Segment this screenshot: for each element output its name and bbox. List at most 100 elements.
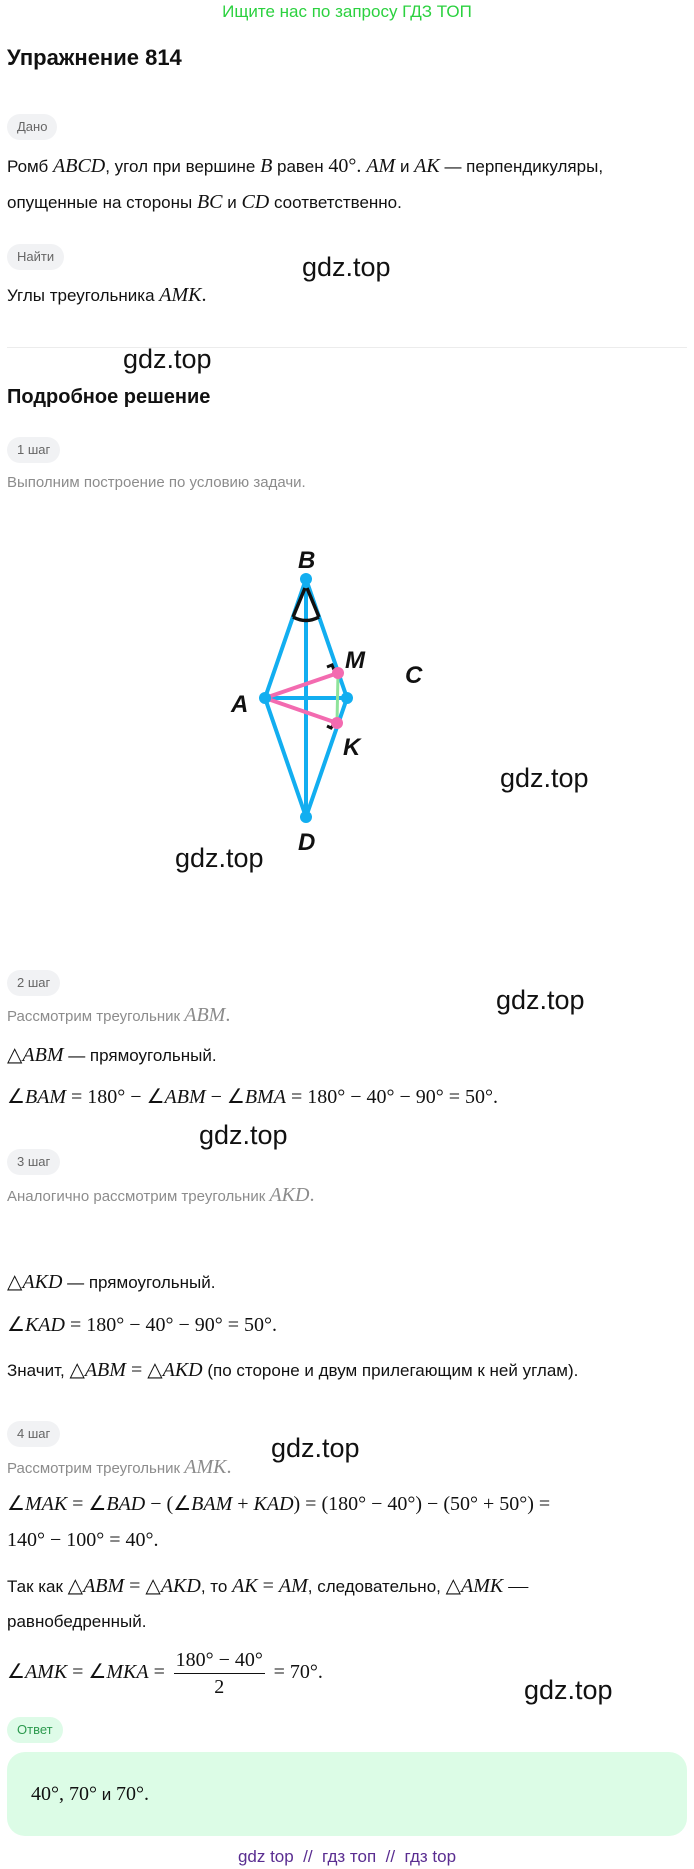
- watermark: gdz.top: [199, 1120, 288, 1150]
- watermark: gdz.top: [123, 344, 212, 374]
- math-segment: AKD: [269, 1184, 310, 1206]
- step-2-line-2: ∠BAM = 180° − ∠ABM − ∠BMA = 180° − 40° −…: [7, 1085, 498, 1110]
- angle-b-mark: [291, 587, 321, 623]
- text-segment: Рассмотрим треугольник: [7, 1460, 185, 1477]
- math-segment: △: [445, 1575, 461, 1597]
- math-segment: = 180° − ∠: [66, 1086, 165, 1108]
- watermark: gdz.top: [500, 763, 589, 793]
- math-segment: MAK: [24, 1493, 68, 1515]
- text-segment: и: [395, 157, 415, 176]
- foot-points: [331, 667, 344, 729]
- step-3-line-2: ∠KAD = 180° − 40° − 90° = 50°.: [7, 1313, 277, 1338]
- given-text-line-2: опущенные на стороны BC и CD соответстве…: [7, 190, 402, 215]
- step-4-chip: 4 шаг: [7, 1421, 61, 1447]
- step-3-chip: 3 шаг: [7, 1149, 61, 1175]
- label-a: A: [230, 691, 248, 718]
- math-segment: AK: [232, 1575, 258, 1597]
- text-segment: равнобедренный.: [7, 1612, 147, 1631]
- math-segment: AMK: [159, 284, 202, 306]
- step-2-description: Рассмотрим треугольник ABM.: [7, 1003, 230, 1029]
- given-text-line-1: Ромб ABCD, угол при вершине B равен 40°.…: [7, 154, 603, 179]
- step-1-description: Выполним построение по условию задачи.: [7, 471, 306, 495]
- math-segment: AM: [278, 1575, 308, 1597]
- math-segment: △: [7, 1044, 23, 1066]
- text-segment: Выполним построение по условию задачи.: [7, 474, 306, 491]
- math-segment: MKA: [106, 1661, 149, 1683]
- watermark: gdz.top: [175, 843, 264, 873]
- find-text: Углы треугольника AMK.: [7, 283, 207, 308]
- label-m: M: [345, 647, 366, 674]
- fraction-lhs: ∠AMK = ∠MKA =: [7, 1661, 165, 1683]
- math-segment: BC: [196, 191, 223, 213]
- text-segment: Углы треугольника: [7, 286, 160, 305]
- step-2-line-1: △ABM — прямоугольный.: [7, 1043, 217, 1068]
- math-segment: BAM: [24, 1086, 67, 1108]
- math-segment: ABM: [22, 1044, 64, 1066]
- answer-text: 40°, 70° и 70°.: [31, 1782, 149, 1807]
- text-segment: , следовательно,: [307, 1577, 446, 1596]
- text-segment: — прямоугольный.: [63, 1046, 217, 1065]
- math-segment: AMK: [184, 1456, 227, 1478]
- text-segment: и: [97, 1785, 116, 1804]
- rhombus-abcd: [262, 572, 350, 824]
- math-segment: = ∠: [67, 1493, 107, 1515]
- math-segment: ∠: [7, 1493, 25, 1515]
- math-segment: KAD: [253, 1493, 294, 1515]
- text-segment: Ромб: [7, 157, 54, 176]
- math-segment: = 180° − 40° − 90° = 50°.: [285, 1086, 499, 1108]
- math-segment: ABM: [83, 1575, 125, 1597]
- text-segment: Так как: [7, 1577, 68, 1596]
- divider: [7, 347, 687, 348]
- math-segment: .: [226, 1456, 232, 1478]
- step-4-line-3: Так как △ABM = △AKD, то AK = AM, следова…: [7, 1574, 528, 1599]
- math-segment: AMK: [24, 1661, 68, 1683]
- text-segment: — прямоугольный.: [62, 1273, 216, 1292]
- math-segment: = △: [125, 1359, 163, 1381]
- math-segment: BMA: [244, 1086, 286, 1108]
- page-title: Упражнение 814: [7, 45, 182, 70]
- text-segment: (по стороне и двум прилегающим к ней угл…: [202, 1361, 579, 1380]
- math-segment: ∠: [7, 1086, 25, 1108]
- math-segment: 140° − 100° = 40°.: [7, 1529, 159, 1551]
- watermark: gdz.top: [271, 1433, 360, 1463]
- step-3-description: Аналогично рассмотрим треугольник AKD.: [7, 1183, 314, 1209]
- footer-links[interactable]: gdz top // гдз топ // гдз top: [237, 1847, 457, 1866]
- step-4-line-2: 140° − 100° = 40°.: [7, 1528, 159, 1553]
- text-segment: , угол при вершине: [105, 157, 261, 176]
- math-segment: = △: [124, 1575, 161, 1597]
- fraction: 180° − 40° 2: [173, 1649, 265, 1699]
- math-segment: ∠: [7, 1661, 25, 1683]
- math-segment: △: [69, 1359, 85, 1381]
- perpendiculars-am-ak: [264, 671, 339, 725]
- math-segment: AMK: [460, 1575, 504, 1597]
- fraction-denominator: 2: [214, 1676, 225, 1699]
- math-segment: .: [356, 155, 367, 177]
- text-segment: и: [222, 193, 242, 212]
- label-k: K: [343, 734, 362, 761]
- math-segment: BAD: [106, 1493, 146, 1515]
- math-segment: AKD: [22, 1271, 63, 1293]
- solution-heading: Подробное решение: [7, 386, 211, 408]
- answer-box: 40°, 70° и 70°.: [7, 1752, 687, 1836]
- math-segment: .: [309, 1184, 315, 1206]
- math-segment: CD: [241, 191, 270, 213]
- math-segment: .: [201, 284, 207, 306]
- math-segment: 40°, 70°: [31, 1783, 97, 1805]
- math-segment: ABCD: [53, 155, 106, 177]
- math-segment: − (∠: [145, 1493, 192, 1515]
- find-chip: Найти: [7, 244, 65, 270]
- vertex-points: [259, 573, 353, 823]
- math-segment: 70°.: [115, 1783, 149, 1805]
- label-b: B: [298, 547, 315, 574]
- math-segment: KAD: [24, 1314, 65, 1336]
- step-2-chip: 2 шаг: [7, 970, 61, 996]
- math-segment: ABM: [84, 1359, 126, 1381]
- math-segment: AKD: [162, 1359, 203, 1381]
- math-segment: ABM: [184, 1004, 226, 1026]
- math-segment: =: [257, 1575, 279, 1597]
- text-segment: равен: [272, 157, 329, 176]
- math-segment: +: [232, 1493, 254, 1515]
- fraction-rhs: = 70°.: [274, 1661, 323, 1683]
- rhombus-diagram: B M C A K D: [230, 547, 423, 856]
- math-segment: B: [260, 155, 273, 177]
